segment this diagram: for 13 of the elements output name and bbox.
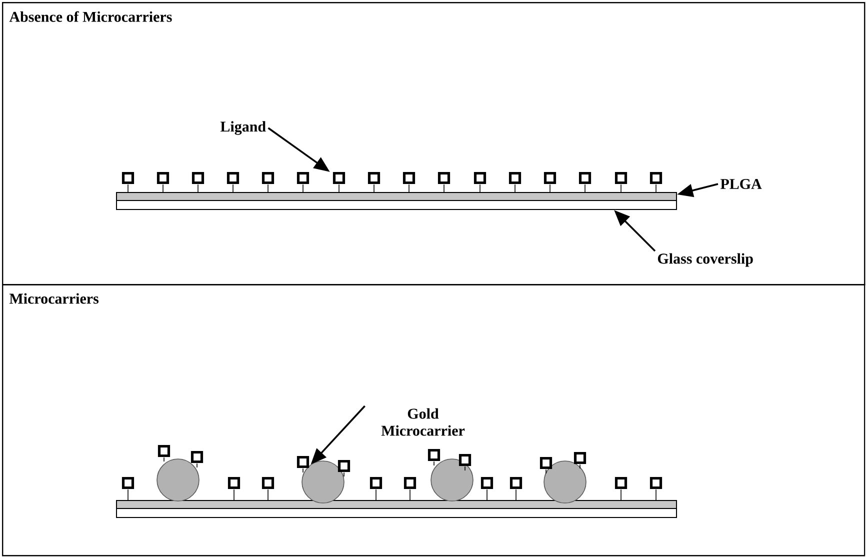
microcarrier	[302, 460, 344, 504]
microcarrier	[544, 460, 586, 504]
plga-layer	[116, 192, 677, 201]
ligand	[332, 172, 346, 193]
label-text: PLGA	[720, 178, 762, 190]
label-text: Ligand	[220, 121, 266, 135]
label-text: Glass coverslip	[658, 253, 753, 267]
label-text: Gold Microcarrier	[381, 408, 465, 436]
microcarrier	[156, 458, 200, 502]
microcarrier	[430, 458, 474, 502]
panel-heading: Microcarriers	[9, 293, 99, 304]
panel-heading: Absence of Microcarriers	[9, 11, 172, 22]
glass-layer	[116, 200, 677, 210]
